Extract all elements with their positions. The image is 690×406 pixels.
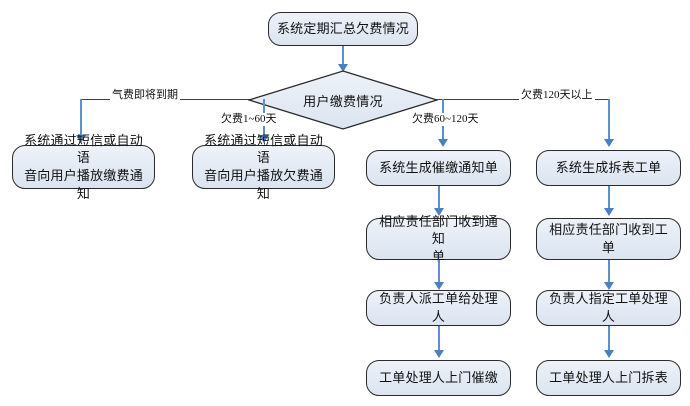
connector-branch-4 [608,99,610,145]
node-c3-r1-line1: 系统生成催缴通知单 [379,160,498,176]
node-c1-r1-line1: 系统通过短信或自动语 [24,132,143,166]
arrowhead-branch-4 [604,139,614,147]
arrowhead-start-to-decision [338,64,348,72]
arrowhead-branch-1 [76,135,86,143]
node-c4-r1-text: 系统生成拆表工单 [556,159,662,177]
branch-label-4: 欠费120天以上 [519,89,595,102]
node-c1-r1[interactable]: 系统通过短信或自动语 音向用户播放缴费通知 [12,133,155,201]
arrowhead-c3-r2-r3 [434,282,444,290]
node-c3-r4[interactable]: 工单处理人上门催缴 [366,360,511,396]
start-node-label: 系统定期汇总欠费情况 [276,21,409,37]
node-c3-r3-text: 负责人派工单给处理人 [373,290,504,325]
connector-c3-r1-r2 [438,186,440,212]
node-c4-r3-text: 负责人指定工单处理人 [543,290,674,325]
arrowhead-branch-3 [438,139,448,147]
node-c4-r4-line1: 工单处理人上门拆表 [549,370,668,386]
connector-start-to-decision [342,46,344,70]
node-c3-r2-line2: 单 [431,248,446,264]
node-c3-r3[interactable]: 负责人派工单给处理人 [366,290,511,326]
node-c4-r4-text: 工单处理人上门拆表 [549,369,668,387]
arrowhead-branch-2 [259,135,269,143]
branch-label-2: 欠费1~60天 [219,113,279,126]
node-c2-r1-text: 系统通过短信或自动语 音向用户播放欠费通知 [199,132,328,202]
node-c4-r2[interactable]: 相应责任部门收到工单 [536,218,681,260]
node-c4-r1[interactable]: 系统生成拆表工单 [536,150,681,186]
arrowhead-c4-r3-r4 [604,350,614,358]
node-c4-r3[interactable]: 负责人指定工单处理人 [536,290,681,326]
node-c4-r2-text: 相应责任部门收到工单 [543,221,674,256]
node-c4-r2-line1: 相应责任部门收到工单 [549,222,668,255]
node-c3-r4-line1: 工单处理人上门催缴 [379,370,498,386]
node-c1-r1-line2: 音向用户播放缴费通知 [24,168,143,201]
connector-branch-1 [80,99,82,141]
branch-label-1: 气费即将到期 [110,89,180,102]
arrowhead-c4-r1-r2 [604,208,614,216]
decision-node[interactable]: 用户缴费情况 [248,70,438,130]
node-c3-r1[interactable]: 系统生成催缴通知单 [366,150,511,186]
node-c3-r1-text: 系统生成催缴通知单 [379,159,498,177]
start-node[interactable]: 系统定期汇总欠费情况 [268,12,418,46]
connector-c4-r2-r3 [608,260,610,286]
node-c2-r1-line2: 音向用户播放欠费通知 [204,168,323,201]
connector-c4-r1-r2 [608,186,610,212]
node-c3-r3-line1: 负责人派工单给处理人 [379,291,498,324]
node-c4-r1-line1: 系统生成拆表工单 [555,160,662,176]
connector-c3-r3-r4 [438,326,440,354]
arrowhead-c4-r2-r3 [604,282,614,290]
branch-label-3: 欠费60~120天 [410,113,481,126]
node-c4-r4[interactable]: 工单处理人上门拆表 [536,360,681,396]
node-c2-r1-line1: 系统通过短信或自动语 [204,132,323,166]
node-c4-r3-line1: 负责人指定工单处理人 [549,291,668,324]
node-c3-r2[interactable]: 相应责任部门收到通知 单 [366,214,511,264]
decision-node-label: 用户缴费情况 [303,93,383,109]
node-c2-r1[interactable]: 系统通过短信或自动语 音向用户播放欠费通知 [192,133,335,201]
node-c3-r2-line1: 相应责任部门收到通知 [379,213,498,247]
diamond-shape-icon [248,70,438,130]
node-c3-r4-text: 工单处理人上门催缴 [379,369,498,387]
connector-c4-r3-r4 [608,326,610,354]
node-c3-r2-text: 相应责任部门收到通知 单 [373,213,504,266]
node-c1-r1-text: 系统通过短信或自动语 音向用户播放缴费通知 [19,132,148,202]
arrowhead-c3-r1-r2 [434,208,444,216]
arrowhead-c3-r3-r4 [434,350,444,358]
connector-c3-r2-r3 [438,260,440,286]
